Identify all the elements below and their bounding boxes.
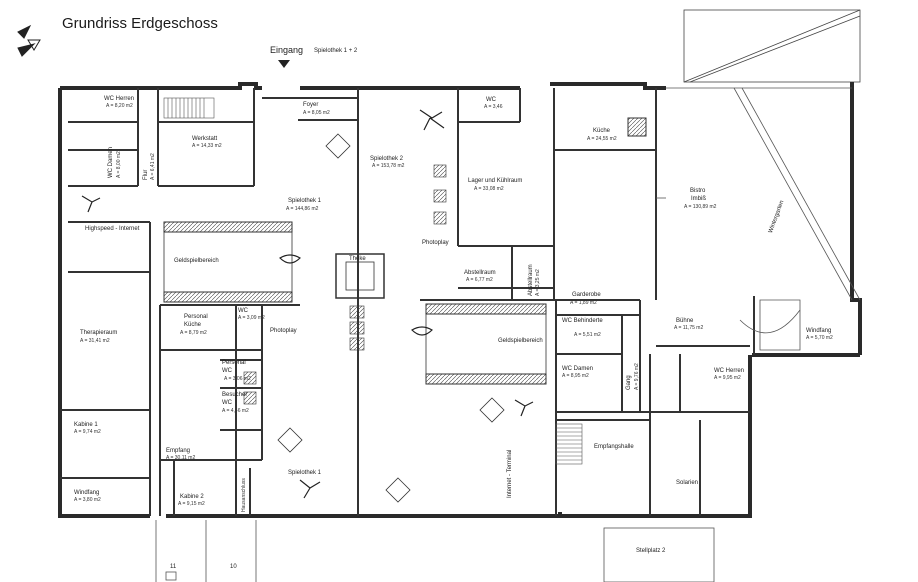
room-windfang-right: Windfang	[806, 328, 832, 334]
room-werkstatt: Werkstatt	[192, 136, 218, 142]
room-hausanschluss: Hausanschluss	[241, 478, 247, 512]
room-kueche-area: A = 24,55 m2	[587, 136, 617, 142]
room-windfang-left: Windfang	[74, 490, 100, 496]
entrance-label: Eingang	[270, 45, 304, 55]
room-gang-area: A = 9,76 m2	[634, 363, 640, 390]
entrance-sublabel: Spielothek 1 + 2	[314, 48, 358, 54]
room-therapieraum: Therapieraum	[80, 330, 118, 336]
room-personal-wc-area: A = 3,06 m2	[224, 376, 251, 382]
room-spielothek-2-area: A = 153,78 m2	[372, 163, 405, 169]
room-wc-damen-2: WC Damen	[562, 366, 594, 372]
room-wc-mid: WC	[238, 308, 248, 314]
room-lager: Lager und Kühlraum	[468, 178, 523, 184]
room-werkstatt-area: A = 14,33 m2	[192, 143, 222, 149]
geldspiel-block-2	[425, 303, 547, 385]
room-internet-terminal: Internet - Terminal	[507, 449, 513, 498]
room-wc-herren-2: WC Herren	[714, 368, 745, 374]
room-spielothek-1-b: Spielothek 1	[288, 470, 322, 476]
room-abstellraum-1: Abstellraum	[464, 270, 496, 276]
room-personal-kueche: Personal	[184, 314, 208, 320]
room-theke: Theke	[349, 256, 366, 262]
room-geldspiel-2: Geldspielbereich	[498, 338, 543, 344]
parking-number-11: 11	[170, 564, 177, 570]
geldspiel-block-1	[163, 221, 293, 303]
room-empfang-area: A = 30,11 m2	[166, 455, 196, 461]
room-wc-herren-1-area: A = 8,20 m2	[106, 103, 133, 109]
room-besucher-wc: Besucher	[222, 392, 248, 398]
room-abstellraum-1-area: A = 6,77 m2	[466, 277, 493, 283]
bistro-lines	[656, 87, 861, 351]
room-photoplay-2: Photoplay	[270, 328, 297, 334]
room-spielothek-1-area: A = 144,86 m2	[286, 206, 319, 212]
room-besucher-wc-area: A = 4,46 m2	[222, 408, 249, 414]
stairs-icon	[163, 97, 215, 119]
room-personal-wc: Personal	[222, 360, 246, 366]
room-kabine-1: Kabine 1	[74, 422, 98, 428]
room-windfang-left-area: A = 3,80 m2	[74, 497, 101, 503]
room-personal-kueche-area: A = 8,79 m2	[180, 330, 207, 336]
parking-area	[155, 520, 715, 582]
room-flur-area: A = 6,41 m2	[150, 153, 156, 180]
room-kueche: Küche	[593, 128, 611, 134]
room-kabine-1-area: A = 9,74 m2	[74, 429, 101, 435]
room-empfangshalle: Empfangshalle	[594, 444, 634, 450]
room-personal-wc-2: WC	[222, 368, 232, 374]
room-abstellraum-2: Abstellraum	[528, 264, 534, 296]
room-bistro-2: Imbiß	[691, 196, 706, 202]
room-photoplay-1: Photoplay	[422, 240, 449, 246]
room-buehne: Bühne	[676, 318, 694, 324]
machine-column	[243, 164, 447, 405]
inner-walls	[60, 88, 755, 516]
room-wc-damen-2-area: A = 8,95 m2	[562, 373, 589, 379]
room-besucher-wc-2: WC	[222, 400, 232, 406]
room-foyer-area: A = 8,05 m2	[303, 110, 330, 116]
room-spielothek-1: Spielothek 1	[288, 198, 322, 204]
room-empfang: Empfang	[166, 448, 191, 454]
room-windfang-right-area: A = 5,70 m2	[806, 335, 833, 341]
terrace-outline	[683, 9, 861, 83]
room-personal-kueche-2: Küche	[184, 322, 202, 328]
room-wc-herren-2-area: A = 9,95 m2	[714, 375, 741, 381]
room-geldspiel-1: Geldspielbereich	[174, 258, 219, 264]
plan-title: Grundriss Erdgeschoss	[62, 15, 218, 32]
room-spielothek-2: Spielothek 2	[370, 156, 404, 162]
room-abstellraum-2-area: A = 3,25 m2	[535, 269, 541, 296]
room-solarien: Solarien	[676, 480, 699, 486]
parking-number-10: 10	[230, 564, 237, 570]
kitchen-unit	[627, 117, 647, 137]
room-wc-damen-1: WC Damen	[108, 146, 114, 178]
table-icons	[277, 133, 505, 503]
room-wc-mid-area: A = 3,09 m2	[238, 315, 265, 321]
room-wc-behinderte: WC Behinderte	[562, 318, 603, 324]
room-stellplatz: Stellplatz 2	[636, 548, 666, 554]
room-wc-herren-1: WC Herren	[104, 96, 135, 102]
room-wc-behinderte-area: A = 5,51 m2	[574, 332, 601, 338]
room-therapieraum-area: A = 31,41 m2	[80, 338, 110, 344]
room-flur: Flur	[143, 169, 149, 180]
room-garderobe-area: A = 1,89 m2	[570, 300, 597, 306]
room-kabine-2-area: A = 9,15 m2	[178, 501, 205, 507]
room-kabine-2: Kabine 2	[180, 494, 204, 500]
room-bistro-area: A = 130,89 m2	[684, 204, 717, 210]
room-foyer: Foyer	[303, 102, 319, 108]
stairs-bottom-icon	[555, 423, 583, 465]
room-wc-top-area: A = 3,46	[484, 104, 503, 110]
room-bistro: Bistro	[690, 188, 706, 194]
entrance-arrow-icon	[278, 60, 290, 68]
room-wc-top: WC	[486, 97, 496, 103]
room-garderobe: Garderobe	[572, 292, 601, 298]
outer-walls	[58, 82, 862, 518]
room-gang: Gang	[626, 375, 632, 390]
room-highspeed: Highspeed - Internet	[85, 226, 140, 232]
room-lager-area: A = 33,08 m2	[474, 186, 504, 192]
room-wc-damen-1-area: A = 8,00 m2	[116, 151, 122, 178]
compass-icon	[17, 24, 41, 57]
plant-icons	[81, 109, 534, 499]
theke-counter	[335, 253, 385, 299]
room-buehne-area: A = 11,75 m2	[674, 325, 704, 331]
